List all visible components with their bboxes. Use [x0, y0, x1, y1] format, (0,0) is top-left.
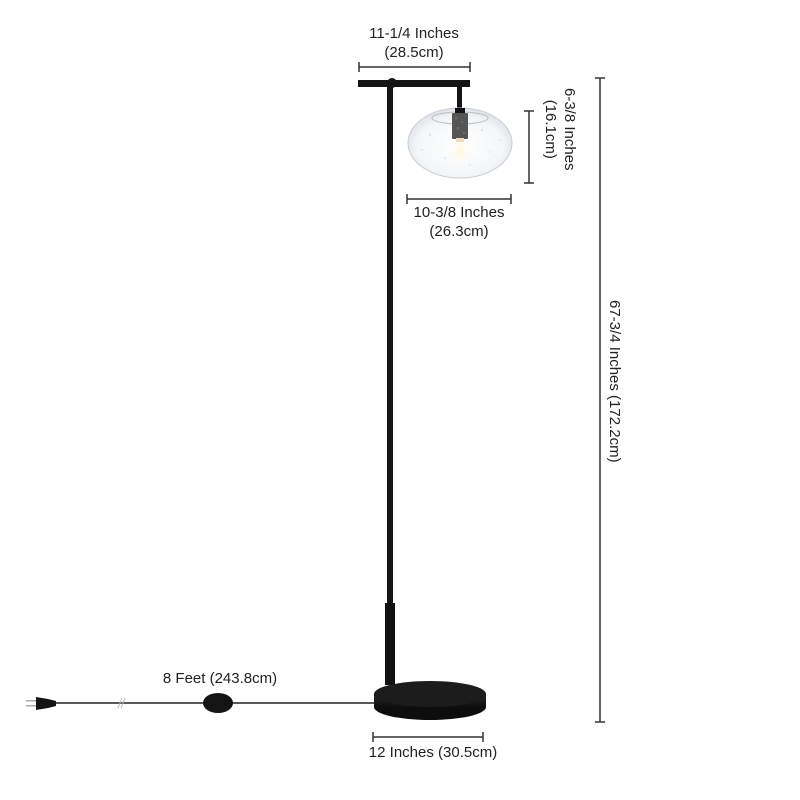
- lamp-base: [374, 681, 486, 720]
- plug: [26, 697, 56, 710]
- shade-height-inches: 6-3/8 Inches: [561, 88, 578, 171]
- arm-width-inches: 11-1/4 Inches: [369, 25, 459, 42]
- shade-height-cm: (16.1cm): [542, 99, 559, 159]
- shade-width-inches: 10-3/8 Inches: [413, 204, 505, 221]
- overall-height-label: 67-3/4 Inches (172.2cm): [606, 300, 623, 463]
- arm-width-label: 11-1/4 Inches (28.5cm): [354, 24, 474, 62]
- shade-height-label: 6-3/8 Inches (16.1cm): [541, 88, 579, 171]
- foot-switch: [203, 693, 233, 713]
- lamp-arm: [358, 78, 470, 88]
- shade-drop-rod: [457, 86, 462, 108]
- overall-height-dimension-line: [595, 77, 605, 723]
- cord-length-label: 8 Feet (243.8cm): [162, 670, 278, 687]
- arm-width-cm: (28.5cm): [384, 44, 444, 61]
- shade-width-cm: (26.3cm): [429, 223, 489, 240]
- base-diameter-label: 12 Inches (30.5cm): [368, 744, 498, 761]
- shade-width-label: 10-3/8 Inches (26.3cm): [399, 203, 519, 241]
- shade-width-dimension-line: [406, 194, 512, 204]
- base-diameter-dimension-line: [372, 732, 484, 742]
- shade-height-dimension-line: [524, 110, 534, 184]
- arm-width-dimension-line: [358, 62, 471, 72]
- glass-shade: [407, 107, 513, 179]
- lamp-pole: [385, 84, 395, 685]
- bulb-socket: [452, 108, 468, 142]
